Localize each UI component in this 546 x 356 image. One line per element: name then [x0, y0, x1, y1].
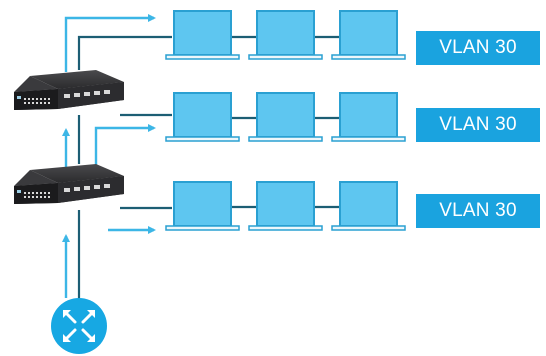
cable-upper-switch-to-row1: [77, 35, 172, 70]
vlan-label: VLAN 30: [439, 200, 517, 221]
router: [51, 298, 107, 354]
vlan-label: VLAN 30: [439, 114, 517, 135]
flow-arrow-row2: [94, 124, 156, 168]
router-icon: [51, 298, 107, 354]
vlan-badge-row-3: VLAN 30: [416, 194, 540, 228]
vlan-badge-row-2: VLAN 30: [416, 108, 540, 142]
cables: [77, 35, 340, 300]
laptop-icon: [165, 10, 240, 60]
laptop-row-2: [165, 92, 406, 142]
flow-arrows: [62, 14, 156, 298]
switch-upper: [14, 70, 124, 110]
laptop-icon: [165, 92, 240, 142]
flow-arrow-row1: [64, 14, 156, 72]
laptop-icon: [248, 10, 323, 60]
laptop-icon: [165, 181, 240, 231]
laptop-icon: [331, 92, 406, 142]
laptop-icon: [248, 181, 323, 231]
laptop-row-3: [165, 181, 406, 231]
vlan-badge-row-1: VLAN 30: [416, 31, 540, 65]
switch-lower: [14, 164, 124, 204]
switch-icon: [14, 70, 124, 110]
laptop-row-1: [165, 10, 406, 60]
vlan-label: VLAN 30: [439, 37, 517, 58]
switch-icon: [14, 164, 124, 204]
laptop-icon: [248, 92, 323, 142]
laptop-icon: [331, 181, 406, 231]
laptop-icon: [331, 10, 406, 60]
